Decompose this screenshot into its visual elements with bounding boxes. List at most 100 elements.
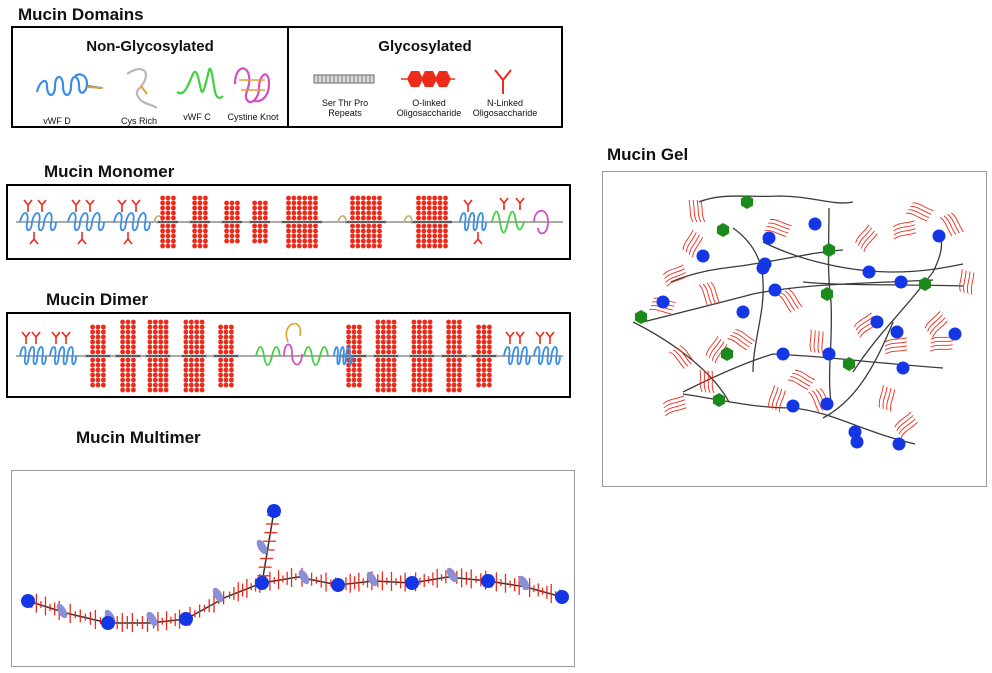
o-glycan-dot [235,215,240,221]
o-glycan-dot [158,382,164,388]
glycan-strand [892,220,915,228]
o-glycan-dot [160,215,166,221]
o-glycan-dot [380,324,386,330]
glycan-strand [855,224,870,243]
o-glycan-dot [375,344,381,350]
o-glycan-dot [90,362,95,368]
o-glycan-dot [346,329,351,335]
o-glycan-dot [286,210,291,216]
o-glycan-dot [386,367,392,373]
o-glycan-dot [427,324,433,330]
gel-disulfide-node [820,397,834,411]
o-glycan-dot [101,367,106,373]
o-glycan-dot [421,243,427,249]
o-glycan-dot [90,349,95,355]
o-glycan-dot [229,372,234,378]
o-glycan-dot [171,228,176,234]
monomer-box [6,184,571,260]
o-glycan-dot [90,324,95,330]
glycan-strand [966,271,971,294]
o-glycan-dot [125,367,131,373]
ser-thr-pro-repeat [249,220,270,224]
o-glycan-dot [199,372,205,378]
o-glycan-dot [120,349,125,355]
o-glycan-dot [147,367,153,373]
glycan-strand [890,389,896,412]
glycan-strand [706,282,716,304]
glycan-strand [730,335,750,348]
glycan-strand [682,229,694,251]
o-glycan-dot [443,215,448,221]
gel-glycan-tuft [764,219,792,237]
o-glycan-dot [296,228,302,234]
o-glycan-dot [296,195,302,201]
disulfide-node [179,612,193,626]
disulfide-node [331,578,345,592]
o-glycan-dot [481,367,487,373]
o-glycan-dot [286,205,291,211]
o-glycan-dot [426,210,432,216]
o-glycan-dot [194,382,200,388]
dimer-box [6,312,571,398]
o-glycan-dot [307,200,313,206]
o-glycan-dot [357,362,362,368]
o-glycan-dot [229,377,234,383]
o-glycan-dot [147,334,153,340]
o-glycan-dot [218,372,224,378]
o-glycan-dot [229,362,234,368]
o-glycan-dot [223,377,229,383]
o-glycan-dot [183,367,189,373]
o-glycan-dot [147,319,153,325]
mucin-monomer-title: Mucin Monomer [44,162,175,181]
o-glycan-dot [183,334,189,340]
o-glycan-dot [313,200,318,206]
n-glycan [505,331,515,344]
o-glycan-dot [443,223,448,229]
o-glycan-dot [446,357,451,363]
o-glycan-dot [446,339,451,345]
cystine-knot-domain [533,209,549,235]
glycan-strand [813,330,816,353]
gel-glycan-tuft [855,224,878,252]
gel-disulfide-node [776,347,790,361]
o-glycan-dot [411,344,417,350]
glycan-strand [768,222,790,230]
o-glycan-dot [437,223,443,229]
o-glycan-dot [192,238,198,244]
o-glycan-dot [158,349,164,355]
o-glycan-dot [125,324,131,330]
vwf-d-domain [19,346,47,366]
disulfide-node [555,590,569,604]
gel-disulfide-node [762,231,776,245]
vwf-d-domain [113,212,151,232]
o-glycan-dot [160,238,166,244]
glycan-strand [932,320,948,338]
o-glycan-dot [194,372,200,378]
o-glycan-dot [223,362,229,368]
o-glycan-dot [165,228,171,234]
o-glycan-dot [131,349,136,355]
o-glycan-dot [451,349,457,355]
o-glycan-dot [296,223,302,229]
o-glycan-dot [366,200,372,206]
o-glycan-dot [416,228,421,234]
o-glycan-dot [427,344,433,350]
vwf-d-domain [459,212,487,232]
o-glycan-dot [380,367,386,373]
o-glycan-dot [188,324,194,330]
o-glycan-dot [476,329,481,335]
o-glycan-dot [194,334,200,340]
glycan-strand [927,314,943,332]
n-glycan [515,331,525,344]
o-glycan-dot [101,339,106,345]
vwf-d-domain [19,212,57,232]
n-glycan [545,331,555,344]
o-glycan-dot [457,372,462,378]
o-glycan-dot [229,205,235,211]
o-glycan-dot [224,210,230,216]
gel-disulfide-node [850,435,864,449]
glycan-strand [906,212,928,222]
o-glycan-dot [451,344,457,350]
o-glycan-dot [286,243,291,249]
gel-glycan-tuft [699,369,715,394]
